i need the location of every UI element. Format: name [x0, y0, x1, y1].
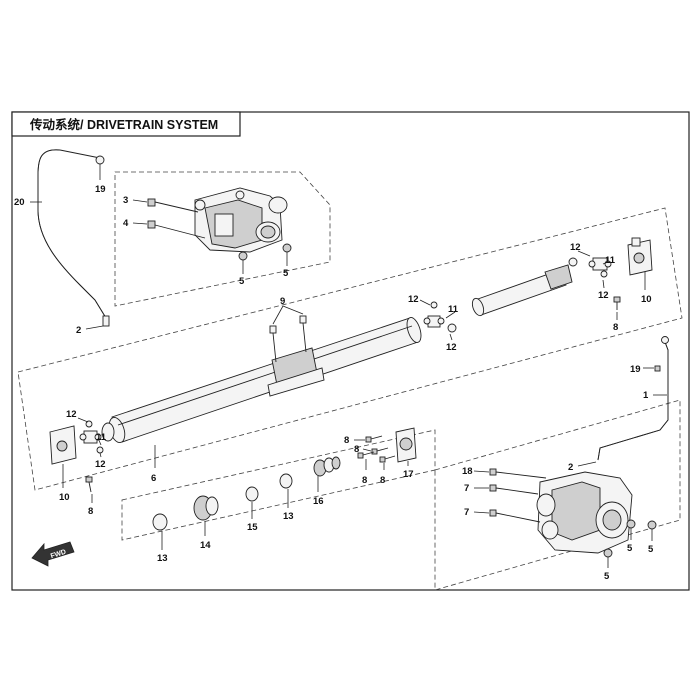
bolt-19-rear [654, 365, 661, 372]
callout-3: 3 [123, 195, 128, 206]
callout-9: 9 [280, 296, 285, 307]
callout-5: 5 [604, 571, 610, 582]
callout-19: 19 [95, 184, 106, 195]
callout-6: 6 [151, 473, 156, 484]
diagram-frame [11, 111, 690, 591]
driveshaft-tube [108, 317, 422, 444]
callout-12: 12 [570, 242, 581, 253]
callout-5: 5 [283, 268, 289, 279]
yoke-flange-10-upper [627, 237, 653, 276]
bolt-7-lower [489, 509, 541, 523]
callout-7: 7 [464, 483, 469, 494]
nut-5-right [282, 243, 292, 253]
callout-4: 4 [123, 218, 129, 229]
nut-5-rear-c [603, 548, 613, 558]
boot-14 [193, 495, 219, 521]
callout-12: 12 [408, 294, 419, 305]
callout-5: 5 [239, 276, 245, 287]
u-joint-lower-left [79, 420, 115, 454]
rear-breather-tube [597, 336, 669, 461]
nut-5-rear-b [647, 520, 657, 530]
title-box [11, 111, 241, 137]
callout-12: 12 [446, 342, 457, 353]
callout-12: 12 [66, 409, 77, 420]
callout-11: 11 [448, 304, 459, 315]
callout-12: 12 [95, 459, 106, 470]
main-driveshaft-group-outline [17, 207, 683, 491]
callout-20: 20 [14, 197, 25, 208]
rear-gearbox-group-outline [434, 399, 681, 591]
callout-7: 7 [464, 507, 469, 518]
callout-12: 12 [598, 290, 609, 301]
callout-16: 16 [313, 496, 324, 507]
rear-differential [536, 471, 633, 554]
bolt-8-upper [613, 296, 621, 310]
front-differential [194, 187, 288, 253]
u-joint-upper-right [568, 257, 612, 278]
callout-2: 2 [568, 462, 573, 473]
callout-8: 8 [88, 506, 93, 517]
callout-11: 11 [96, 432, 107, 443]
center-bearing-support [267, 315, 325, 397]
spline-coupler-16 [313, 456, 341, 477]
yoke-flange-10-lower [49, 425, 77, 465]
u-joint-middle [423, 301, 457, 333]
front-gearbox-group-outline [114, 171, 331, 307]
callout-13: 13 [283, 511, 294, 522]
callout-8: 8 [613, 322, 618, 333]
callout-8: 8 [380, 475, 385, 486]
bolt-8-lower-left [85, 476, 93, 493]
svg-text:FWD: FWD [50, 549, 67, 561]
callout-13: 13 [157, 553, 168, 564]
callout-2: 2 [76, 325, 81, 336]
callout-8: 8 [354, 444, 359, 455]
callout-10: 10 [641, 294, 652, 305]
nut-5-rear-a [626, 519, 636, 529]
diagram-title: 传动系统/ DRIVETRAIN SYSTEM [29, 117, 218, 132]
snap-ring-13-left [152, 513, 168, 531]
callout-1: 1 [643, 390, 649, 401]
callout-17: 17 [403, 469, 414, 480]
callout-14: 14 [200, 540, 211, 551]
forward-direction-arrow: FWD [31, 541, 75, 567]
bolt-18 [489, 468, 547, 479]
front-prop-shaft [471, 264, 573, 317]
snap-ring-13-right [279, 473, 293, 489]
bolt-7-upper [489, 484, 539, 495]
flange-bolts-8 [357, 435, 396, 463]
callout-11: 11 [605, 255, 616, 266]
callout-8: 8 [344, 435, 349, 446]
ring-15 [245, 486, 259, 502]
nut-5-left [238, 251, 248, 261]
callout-8: 8 [362, 475, 367, 486]
breather-hose [37, 149, 110, 327]
callout-18: 18 [462, 466, 473, 477]
bolt-3 [147, 198, 199, 213]
bolt-4 [147, 220, 206, 239]
callout-15: 15 [247, 522, 258, 533]
output-flange-17 [395, 427, 417, 463]
callout-5: 5 [648, 544, 654, 555]
seal-kit-group-outline [121, 429, 436, 541]
callout-10: 10 [59, 492, 70, 503]
callout-5: 5 [627, 543, 633, 554]
callout-19: 19 [630, 364, 641, 375]
